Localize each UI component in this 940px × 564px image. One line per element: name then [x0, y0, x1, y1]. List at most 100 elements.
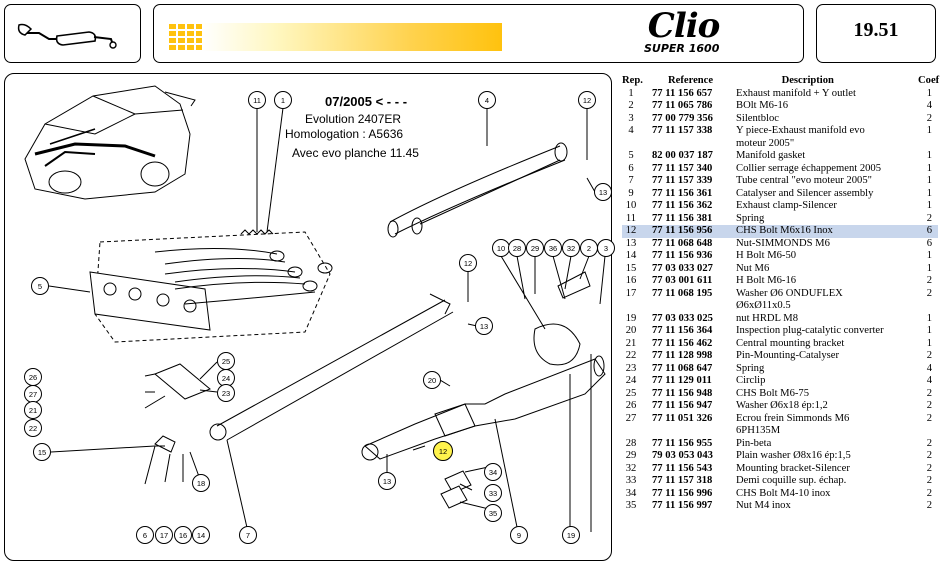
cell-reference: 77 11 157 339 — [652, 175, 713, 186]
callout[interactable]: 7 — [239, 526, 257, 544]
callout[interactable]: 19 — [562, 526, 580, 544]
cell-reference: 77 11 156 462 — [652, 337, 713, 349]
callout-highlighted[interactable]: 12 — [433, 441, 453, 461]
table-row[interactable]: Ø6xØ11x0.5 — [622, 300, 938, 313]
callout[interactable]: 4 — [478, 91, 496, 109]
cell-coef: 6 — [926, 225, 932, 236]
callout[interactable]: 28 — [508, 239, 526, 257]
callout[interactable]: 17 — [155, 526, 173, 544]
callout[interactable]: 6 — [136, 526, 154, 544]
cell-description: Collier serrage échappement 2005 — [736, 162, 882, 174]
cell-reference: 77 11 156 362 — [652, 200, 713, 211]
callout[interactable]: 12 — [459, 254, 477, 272]
callout[interactable]: 1 — [274, 91, 292, 109]
cell-coef: 2 — [926, 475, 932, 486]
cell-reference: 77 11 068 195 — [652, 287, 713, 299]
cell-reference: 77 11 156 543 — [652, 462, 713, 474]
cell-rep: 4 — [628, 125, 634, 136]
homologation-label: Homologation : A5636 — [285, 127, 404, 141]
page-number: 19.51 — [853, 19, 899, 41]
callout[interactable]: 14 — [192, 526, 210, 544]
cell-coef: 2 — [926, 275, 932, 286]
callout[interactable]: 23 — [217, 384, 235, 402]
callout[interactable]: 35 — [484, 504, 502, 522]
callout[interactable]: 12 — [578, 91, 596, 109]
callout[interactable]: 13 — [378, 472, 396, 490]
table-row[interactable]: 7 77 11 157 339 Tube central "evo moteur 2… — [622, 175, 938, 188]
cell-coef: 1 — [926, 125, 932, 136]
callout[interactable]: 18 — [192, 474, 210, 492]
table-row[interactable]: moteur 2005" — [622, 138, 938, 151]
callout[interactable]: 13 — [475, 317, 493, 335]
cell-coef: 2 — [926, 112, 932, 124]
callout[interactable]: 25 — [217, 352, 235, 370]
cell-coef: 1 — [926, 325, 932, 336]
callout[interactable]: 15 — [33, 443, 51, 461]
callout[interactable]: 36 — [544, 239, 562, 257]
cell-description: 6PH135M — [736, 425, 781, 436]
callout[interactable]: 33 — [484, 484, 502, 502]
cell-reference: 79 03 053 043 — [652, 450, 713, 461]
cell-description: Washer Ø6 ONDUFLEX — [736, 287, 843, 299]
cell-rep: 17 — [625, 287, 637, 299]
cell-rep: 20 — [625, 325, 637, 336]
callout[interactable]: 5 — [31, 277, 49, 295]
cell-reference: 77 11 129 011 — [652, 375, 712, 386]
cell-description: CHS Bolt M6-75 — [736, 387, 809, 399]
callout[interactable]: 21 — [24, 401, 42, 419]
callout[interactable]: 16 — [174, 526, 192, 544]
callout[interactable]: 32 — [562, 239, 580, 257]
table-row[interactable]: 6PH135M — [622, 425, 938, 438]
callout[interactable]: 20 — [423, 371, 441, 389]
cell-rep: 7 — [628, 175, 634, 186]
callout[interactable]: 3 — [597, 239, 615, 257]
cell-reference: 77 11 157 340 — [652, 162, 713, 174]
header-description: Description — [781, 75, 834, 86]
cell-reference: 82 00 037 187 — [652, 150, 713, 161]
callout[interactable]: 13 — [594, 183, 612, 201]
callout[interactable]: 2 — [580, 239, 598, 257]
callout[interactable]: 26 — [24, 368, 42, 386]
callout[interactable]: 9 — [510, 526, 528, 544]
cell-reference: 77 11 156 364 — [652, 325, 713, 336]
cell-description: Manifold gasket — [736, 150, 806, 161]
exhaust-exploded-diagram: 07/2005 < - - - Evolution 2407ER Homolog… — [4, 73, 615, 561]
callout[interactable]: 11 — [248, 91, 266, 109]
cell-coef: 1 — [926, 187, 932, 199]
header-coef: Coef — [918, 75, 940, 86]
cell-description: Tube central "evo moteur 2005" — [736, 175, 872, 186]
callout[interactable]: 22 — [24, 419, 42, 437]
callout[interactable]: 29 — [526, 239, 544, 257]
callout[interactable]: 34 — [484, 463, 502, 481]
